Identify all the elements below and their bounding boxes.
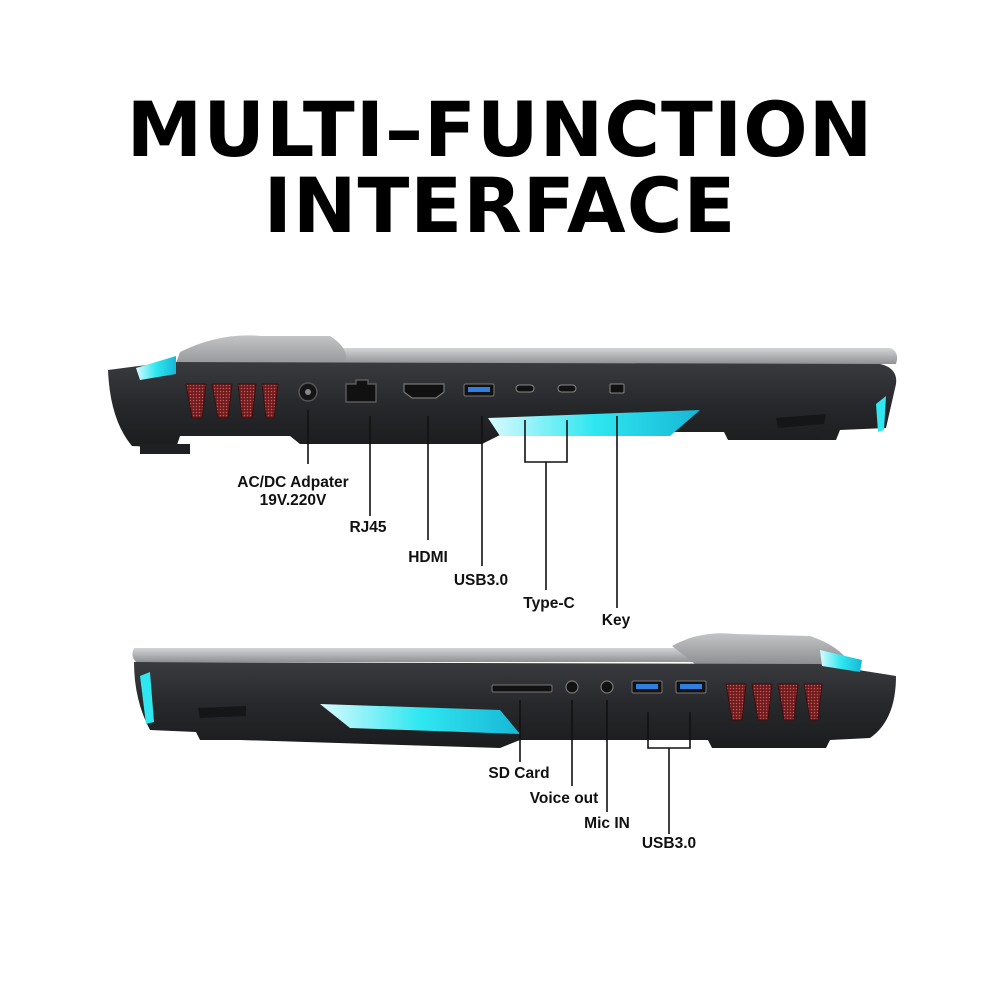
- foot: [140, 444, 190, 454]
- leader-lines: [307, 410, 618, 608]
- mic-in-jack-icon: [600, 680, 614, 694]
- light-strip: [140, 672, 154, 724]
- label-voice-out: Voice out: [530, 790, 599, 807]
- label-ac-dc-voltage: 19V.220V: [260, 492, 327, 509]
- lid-edge: [270, 348, 898, 364]
- type-c-port-icon: [557, 384, 577, 393]
- light-strip: [488, 410, 700, 436]
- hdmi-port-icon: [403, 383, 445, 399]
- foot: [820, 430, 836, 440]
- sd-card-slot-icon: [491, 684, 553, 693]
- label-rj45: RJ45: [349, 519, 386, 536]
- label-sd-card: SD Card: [488, 765, 549, 782]
- lock-slot-icon: [609, 383, 625, 394]
- label-key: Key: [602, 612, 631, 629]
- rj45-port-icon: [345, 379, 377, 403]
- type-c-port-icon: [515, 384, 535, 393]
- label-usb30-right: USB3.0: [642, 835, 696, 852]
- front-grille: [198, 706, 246, 718]
- lid-edge: [132, 648, 724, 662]
- label-usb30-left: USB3.0: [454, 572, 508, 589]
- label-hdmi: HDMI: [408, 549, 448, 566]
- audio-out-jack-icon: [565, 680, 579, 694]
- rear-grille: [776, 414, 826, 428]
- light-strip: [136, 356, 176, 380]
- laptop-left-side: AC/DC Adpater 19V.220V RJ45 HDMI USB3.0 …: [108, 335, 898, 629]
- light-strip: [876, 396, 886, 432]
- label-mic-in: Mic IN: [584, 815, 630, 832]
- title-line-1: MULTI–FUNCTION: [126, 85, 874, 174]
- leader-lines: [519, 700, 691, 834]
- laptop-right-side: SD Card Voice out Mic IN USB3.0: [132, 633, 896, 852]
- side-vent: [725, 683, 823, 721]
- label-type-c: Type-C: [523, 595, 574, 612]
- light-strip: [320, 704, 520, 734]
- label-ac-dc: AC/DC Adpater: [237, 474, 348, 491]
- light-strip: [820, 650, 862, 672]
- side-vent: [185, 383, 279, 419]
- title-line-2: INTERFACE: [263, 161, 737, 250]
